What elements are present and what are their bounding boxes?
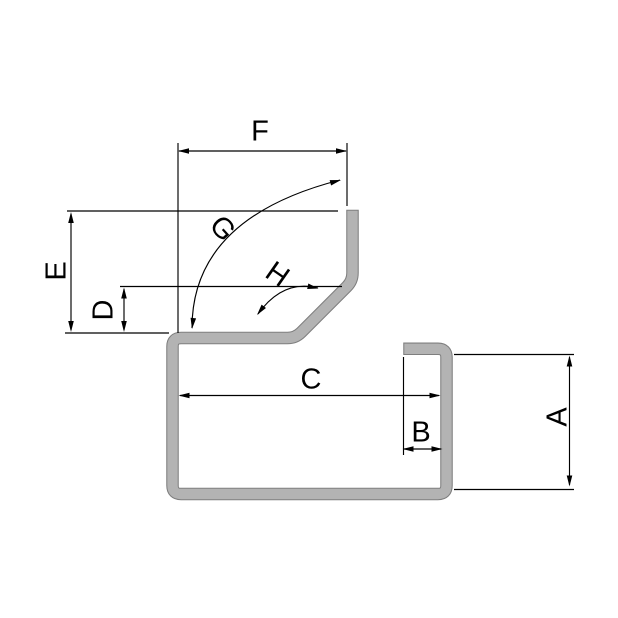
profile-outline-path: [166, 209, 453, 501]
arrowheads: [68, 148, 573, 487]
dim-label-e: E: [40, 261, 73, 281]
profile-fill-path: [167, 210, 452, 500]
arrow-f-left: [178, 148, 189, 154]
dim-label-a: A: [541, 407, 574, 427]
angle-arc-h: [257, 285, 319, 315]
arrow-h-left: [257, 304, 266, 315]
dim-label-d: D: [87, 299, 120, 321]
arrow-d-top: [121, 287, 127, 299]
arrow-e-bottom: [68, 321, 74, 332]
dim-label-b: B: [411, 416, 431, 449]
arrow-c-left: [178, 392, 190, 399]
profile-shape: [166, 209, 453, 501]
arrow-h-right: [307, 283, 319, 289]
arrow-e-top: [68, 212, 74, 223]
arrow-g-top: [329, 180, 341, 186]
arrow-f-right: [336, 148, 347, 154]
angle-arc-g: [191, 179, 341, 329]
arrow-c-right: [429, 392, 441, 399]
dimension-lines: [65, 143, 574, 491]
dim-label-f: F: [251, 115, 269, 148]
arrow-d-bottom: [121, 321, 127, 332]
dim-label-c: C: [300, 363, 322, 396]
arrow-a-top: [566, 355, 573, 367]
arrow-g-bottom: [190, 317, 197, 329]
arrow-a-bottom: [566, 475, 573, 487]
arrow-b-left: [402, 446, 414, 452]
arrow-b-right: [431, 446, 443, 452]
